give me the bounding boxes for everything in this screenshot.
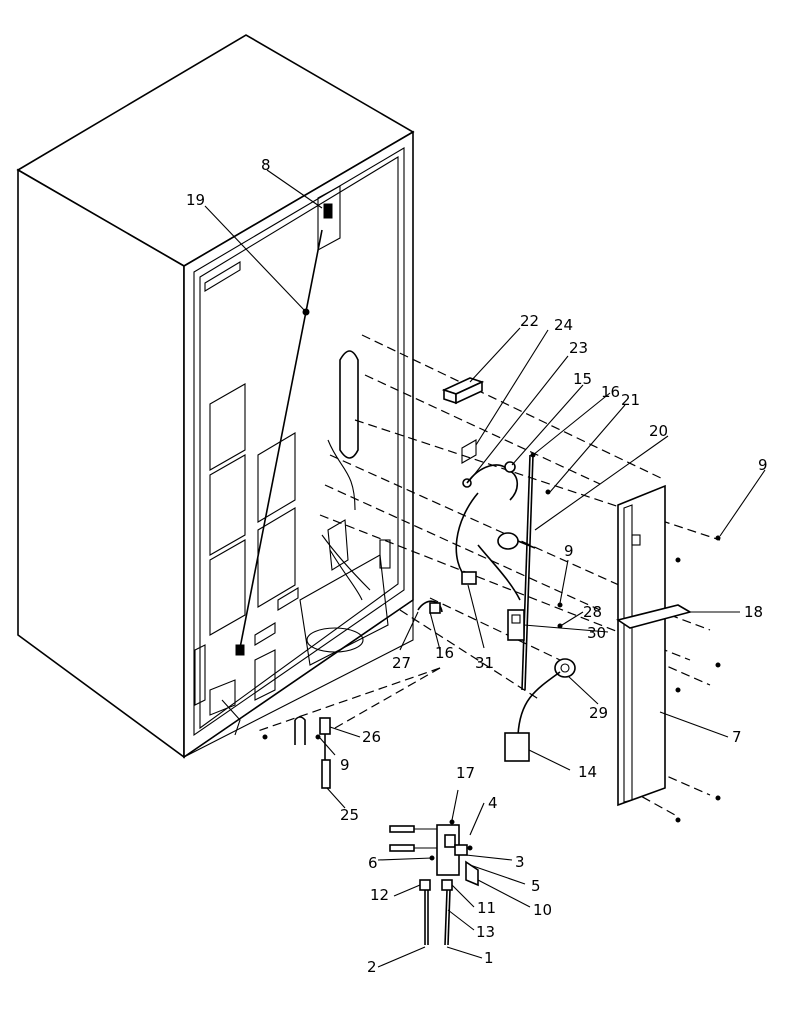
callout-25: 25	[340, 806, 359, 824]
callout-26: 26	[362, 728, 381, 746]
callout-29: 29	[589, 704, 608, 722]
callout-10: 10	[533, 901, 552, 919]
callout-16: 16	[601, 383, 620, 401]
callout-21: 21	[621, 391, 640, 409]
callout-24: 24	[554, 316, 573, 334]
callout-14: 14	[578, 763, 597, 781]
callout-labels: 8 19 22 24 23 15 16 21 20 9 9 28 30 18 2…	[186, 156, 768, 976]
callout-23: 23	[569, 339, 588, 357]
callout-9: 9	[758, 456, 768, 474]
callout-7: 7	[732, 728, 742, 746]
callout-11: 11	[477, 899, 496, 917]
callout-9: 9	[564, 542, 574, 560]
callout-9: 9	[340, 756, 350, 774]
callout-27: 27	[392, 654, 411, 672]
leader-lines	[204, 169, 766, 968]
callout-20: 20	[649, 422, 668, 440]
callout-31: 31	[475, 654, 494, 672]
callout-22: 22	[520, 312, 539, 330]
callout-15: 15	[573, 370, 592, 388]
callout-2: 2	[367, 958, 377, 976]
callout-19: 19	[186, 191, 205, 209]
callout-30: 30	[587, 624, 606, 642]
callout-28: 28	[583, 603, 602, 621]
callout-6: 6	[368, 854, 378, 872]
callout-5: 5	[531, 877, 541, 895]
callout-1: 1	[484, 949, 494, 967]
callout-8: 8	[261, 156, 271, 174]
callout-17: 17	[456, 764, 475, 782]
callout-4: 4	[488, 794, 498, 812]
callout-18: 18	[744, 603, 763, 621]
callout-12: 12	[370, 886, 389, 904]
refrigerator-cabinet	[16, 34, 415, 759]
callout-16: 16	[435, 644, 454, 662]
callout-3: 3	[515, 853, 525, 871]
callout-13: 13	[476, 923, 495, 941]
